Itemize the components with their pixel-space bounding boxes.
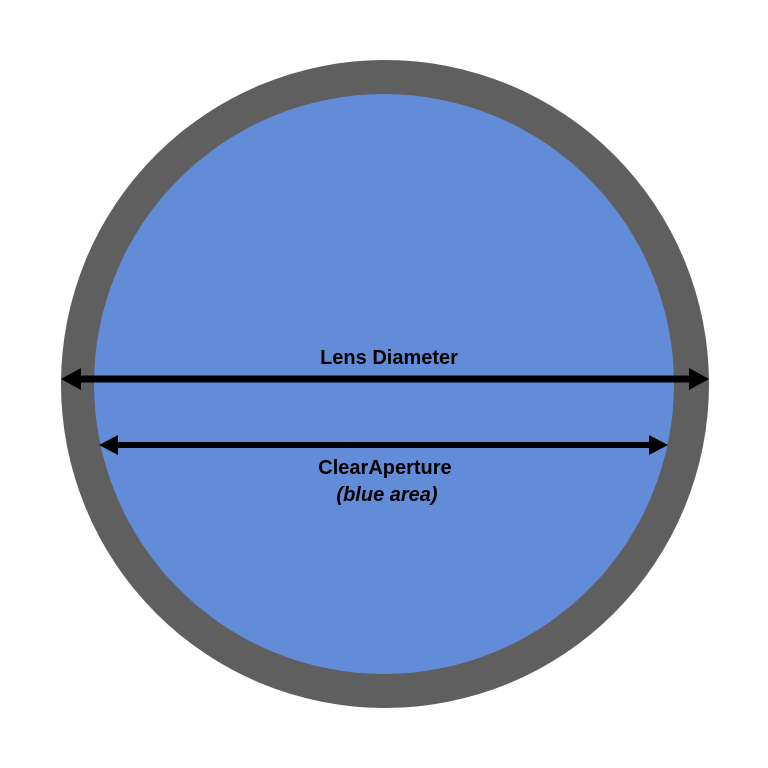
lens-diameter-arrow-head-right [689,368,709,390]
lens-diameter-arrow [61,368,709,390]
clear-aperture-label: ClearAperture [318,457,451,479]
clear-aperture-note: (blue area) [336,484,437,506]
lens-diameter-label: Lens Diameter [320,347,458,369]
clear-aperture-arrow-head-right [649,435,668,455]
clear-aperture-arrow [99,435,668,455]
clear-aperture-arrow-head-left [99,435,118,455]
lens-diameter-arrow-head-left [61,368,81,390]
clear-aperture-area [94,94,674,674]
